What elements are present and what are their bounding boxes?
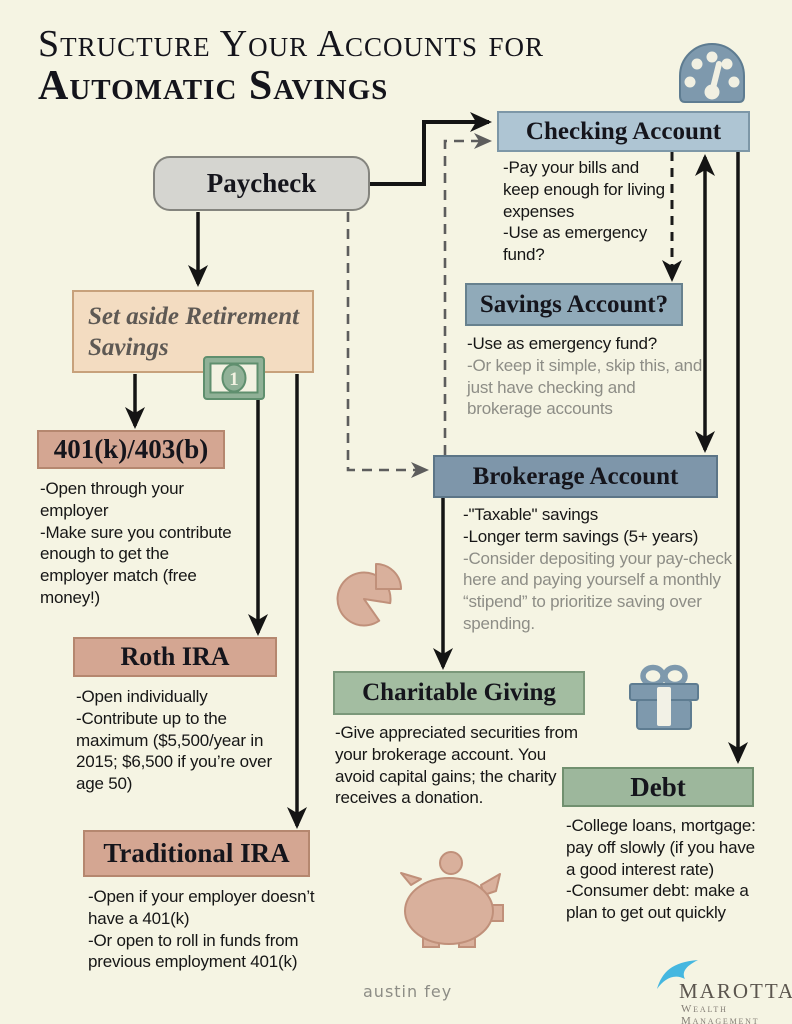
gift-icon [629, 664, 699, 730]
roth-note-2: -Contribute up to the maximum ($5,500/ye… [76, 708, 272, 793]
node-roth-ira: Roth IRA [73, 637, 277, 677]
node-traditional-label: Traditional IRA [103, 838, 290, 868]
pie-chart-icon [336, 563, 402, 627]
savings-note-2: -Or keep it simple, skip this, and just … [467, 355, 703, 419]
node-paycheck-label: Paycheck [206, 168, 317, 198]
traditional-note-2: -Or open to roll in funds from previous … [88, 930, 299, 972]
debt-note-2: -Consumer debt: make a plan to get out q… [566, 881, 749, 922]
brand-name: MAROTTA [679, 979, 792, 1003]
speedometer-icon [679, 43, 745, 103]
node-savings-account: Savings Account? [465, 283, 683, 326]
brokerage-note-2: -Longer term savings (5+ years) [463, 526, 699, 546]
401k-note-1: -Open through your employer [40, 479, 184, 520]
logo-swoosh-icon [657, 960, 698, 989]
checking-note-1: -Pay your bills and keep enough for livi… [503, 158, 665, 221]
roth-note-1: -Open individually [76, 687, 208, 706]
node-401k-403b: 401(k)/403(b) [37, 430, 225, 469]
money-bill-value: 1 [229, 369, 239, 390]
traditional-ira-notes: -Open if your employer doesn’t have a 40… [88, 886, 333, 973]
charitable-note-1: -Give appreciated securities from your b… [335, 723, 578, 808]
brokerage-note-1: -"Taxable" savings [463, 505, 599, 524]
arrow-paycheck-to-brokerage-dashed [346, 212, 429, 478]
arrow-brokerage-to-checking-dashed [443, 133, 492, 455]
node-roth-label: Roth IRA [120, 642, 230, 671]
roth-ira-notes: -Open individually -Contribute up to the… [76, 686, 281, 795]
node-debt-label: Debt [630, 771, 686, 802]
401k-note-2: -Make sure you contribute enough to get … [40, 522, 232, 607]
page-title-line1: Structure Your Accounts for [38, 23, 545, 65]
savings-account-notes: -Use as emergency fund? -Or keep it simp… [467, 333, 707, 420]
traditional-note-1: -Open if your employer doesn’t have a 40… [88, 887, 315, 928]
brokerage-account-notes: -"Taxable" savings -Longer term savings … [463, 504, 733, 635]
node-paycheck: Paycheck [153, 156, 370, 211]
savings-note-1: -Use as emergency fund? [467, 334, 658, 353]
node-retirement-label: Set aside Retirement Savings [88, 303, 300, 362]
node-charitable-label: Charitable Giving [362, 679, 556, 706]
page-title-line2: Automatic Savings [38, 63, 389, 109]
401k-notes: -Open through your employer -Make sure y… [40, 478, 236, 609]
node-savings-label: Savings Account? [479, 290, 669, 318]
brand-tagline: Wealth Management [681, 1003, 760, 1024]
checking-account-notes: -Pay your bills and keep enough for livi… [503, 157, 668, 266]
node-brokerage-label: Brokerage Account [472, 462, 679, 490]
node-401k-label: 401(k)/403(b) [53, 434, 209, 464]
debt-notes: -College loans, mortgage: pay off slowly… [566, 815, 761, 924]
brokerage-note-3: -Consider depositing your pay-check here… [463, 548, 732, 633]
node-traditional-ira: Traditional IRA [83, 830, 310, 877]
arrow-paycheck-to-checking [370, 112, 492, 186]
money-bill-icon: 1 [203, 356, 265, 400]
node-brokerage-account: Brokerage Account [433, 455, 718, 498]
debt-note-1: -College loans, mortgage: pay off slowly… [566, 816, 756, 879]
node-checking-account: Checking Account [497, 111, 750, 152]
node-retirement-savings: Set aside Retirement Savings [72, 290, 314, 373]
piggy-bank-icon [400, 851, 504, 948]
author-signature: austin fey [363, 982, 453, 1001]
charitable-giving-notes: -Give appreciated securities from your b… [335, 722, 580, 809]
node-checking-label: Checking Account [525, 117, 722, 145]
checking-note-2: -Use as emergency fund? [503, 223, 647, 264]
node-debt: Debt [562, 767, 754, 807]
node-charitable-giving: Charitable Giving [333, 671, 585, 715]
